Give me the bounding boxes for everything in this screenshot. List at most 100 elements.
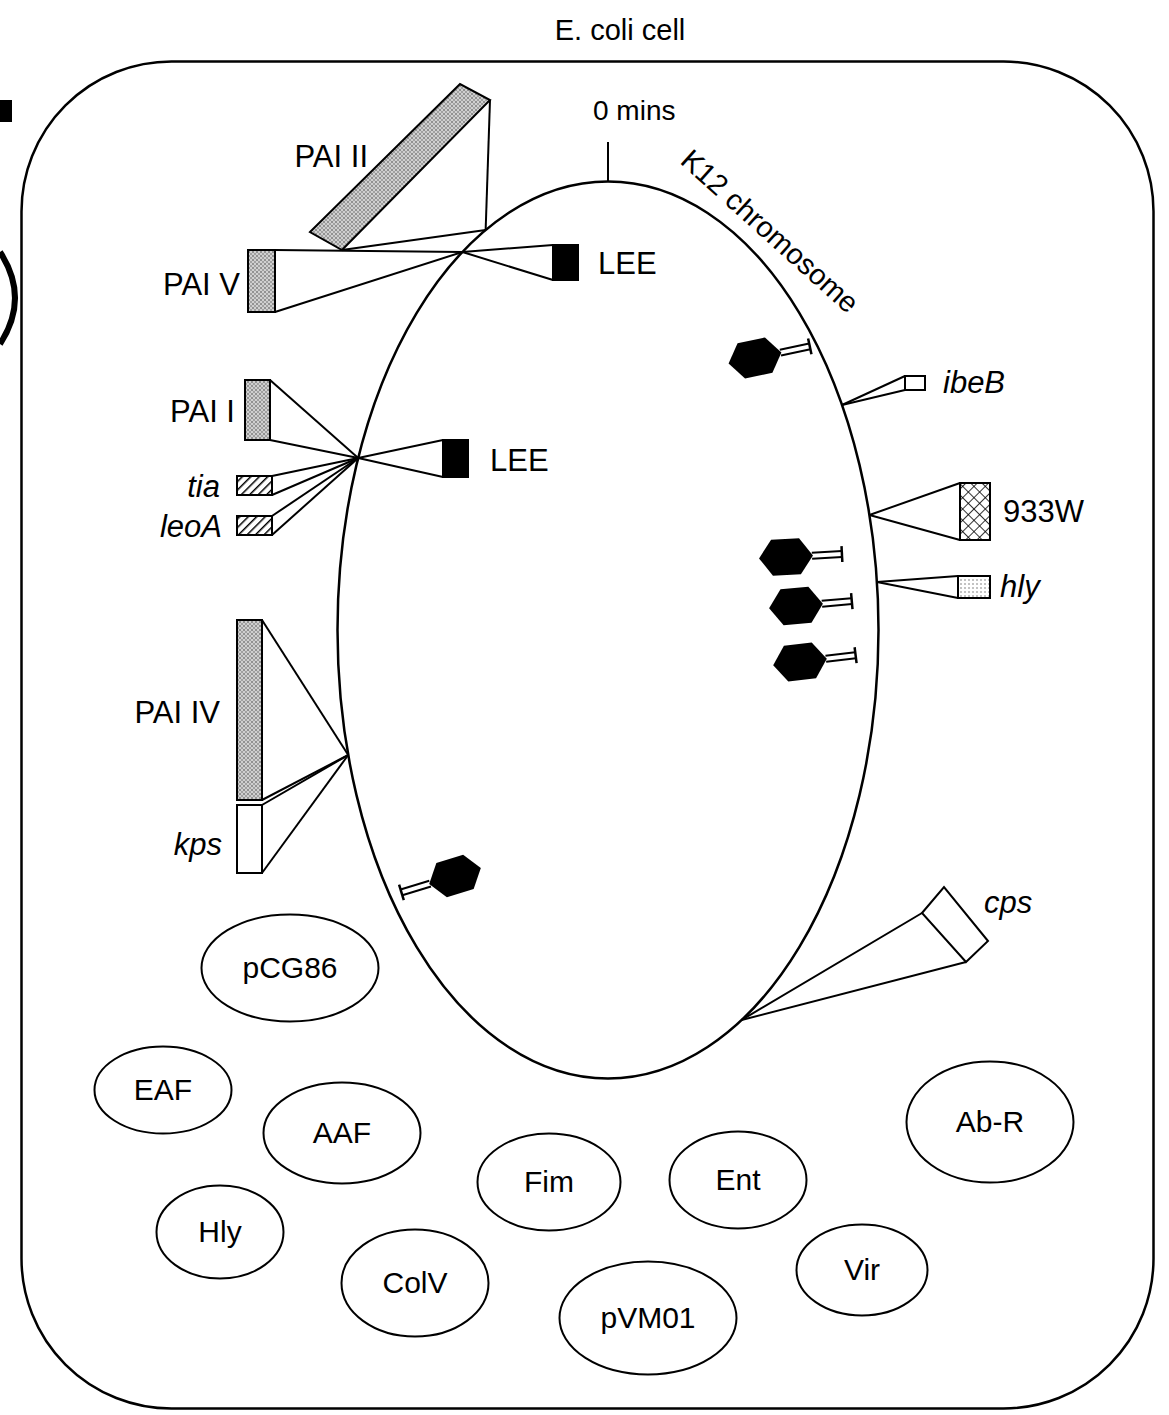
element-label: leoA xyxy=(160,509,222,545)
wedge-line xyxy=(869,515,960,540)
insertion-wedge xyxy=(877,576,958,598)
element-box xyxy=(237,620,262,800)
insertion-element: tia xyxy=(184,466,275,508)
element-label: LEE xyxy=(598,246,657,282)
plasmid-label: Ab-R xyxy=(956,1105,1024,1140)
element-label: PAI IV xyxy=(134,695,220,731)
wedge-line xyxy=(270,440,358,458)
wedge-line xyxy=(275,250,462,252)
plasmid-label: Vir xyxy=(844,1253,880,1288)
crop-fragment xyxy=(0,100,12,122)
plasmid-label: Hly xyxy=(198,1215,241,1250)
chromosome-shape xyxy=(336,180,880,1080)
element-label: tia xyxy=(187,469,220,505)
insertion-wedge xyxy=(742,913,966,1020)
plasmid-ring xyxy=(202,915,379,1022)
insertion-element: leoA xyxy=(156,506,275,548)
chromosome-ring xyxy=(338,182,879,1079)
insertion-element: cps xyxy=(919,882,1036,965)
element-label: cps xyxy=(984,885,1032,921)
wedge-line xyxy=(869,483,960,515)
plasmid: Fim xyxy=(476,1132,622,1232)
plasmid-ring xyxy=(157,1186,284,1279)
element-box xyxy=(922,887,988,962)
origin-tick xyxy=(607,142,609,181)
insertion-wedge xyxy=(869,483,960,540)
chromosome-label: K12 chromosome xyxy=(674,144,865,321)
insertion-wedge xyxy=(270,380,358,458)
wedge-line xyxy=(842,376,905,405)
element-box xyxy=(310,84,490,250)
plasmid-ring xyxy=(670,1132,807,1229)
element-label: kps xyxy=(174,827,222,863)
wedge-line xyxy=(462,252,553,280)
wedge-line xyxy=(262,755,348,805)
element-label: PAI I xyxy=(170,394,235,430)
plasmid-ring xyxy=(95,1047,232,1134)
plasmid: Ab-R xyxy=(905,1060,1075,1184)
plasmid-ring xyxy=(478,1134,621,1231)
element-box xyxy=(248,250,275,312)
phage-symbol xyxy=(758,536,843,576)
element-box xyxy=(237,805,262,873)
plasmid-label: ColV xyxy=(382,1266,447,1301)
wedge-line xyxy=(270,380,358,458)
plasmid: pCG86 xyxy=(200,913,380,1023)
wedge-line xyxy=(272,458,358,516)
element-box xyxy=(237,516,272,535)
insertion-element: LEE xyxy=(550,242,660,285)
cell-title: E. coli cell xyxy=(555,14,686,47)
element-label: PAI II xyxy=(294,139,368,175)
insertion-wedge xyxy=(842,376,905,405)
crop-fragment xyxy=(0,252,15,344)
insertion-element: kps xyxy=(170,802,265,876)
insertion-element: PAI IV xyxy=(131,617,265,803)
wedge-line xyxy=(742,962,966,1020)
wedge-line xyxy=(342,230,486,250)
element-box xyxy=(553,245,578,280)
plasmid-label: Ent xyxy=(715,1163,760,1198)
insertion-element: ibeB xyxy=(902,362,1009,404)
insertion-wedge xyxy=(275,250,462,312)
insertion-element: LEE xyxy=(440,437,552,482)
plasmid: Vir xyxy=(795,1223,929,1317)
plasmid: Hly xyxy=(155,1184,285,1280)
element-label: 933W xyxy=(1003,494,1084,530)
wedge-line xyxy=(358,458,443,477)
phage-symbol xyxy=(768,583,854,626)
plasmid-ring xyxy=(907,1062,1074,1183)
chromosome: 0 minsK12 chromosomeLEELEE xyxy=(336,180,880,1080)
element-box xyxy=(245,380,270,440)
element-box xyxy=(958,576,990,598)
plasmid-ring xyxy=(797,1225,928,1316)
plasmid: EAF xyxy=(93,1045,233,1135)
phage-symbol xyxy=(396,851,486,910)
plasmid-label: Fim xyxy=(524,1165,574,1200)
insertion-wedge xyxy=(272,458,358,495)
insertion-wedge xyxy=(262,755,348,873)
plasmid: Ent xyxy=(668,1130,808,1230)
cell-outline: E. coli cell0 minsK12 chromosomeLEELEEPA… xyxy=(20,60,1155,1410)
plasmid: pVM01 xyxy=(558,1260,738,1376)
wedge-line xyxy=(742,913,922,1020)
plasmid: ColV xyxy=(340,1228,490,1338)
element-label: LEE xyxy=(490,443,549,479)
element-box xyxy=(905,376,925,390)
wedge-line xyxy=(877,576,958,582)
plasmid-label: pCG86 xyxy=(242,951,337,986)
element-box xyxy=(960,483,990,540)
plasmid-label: EAF xyxy=(134,1073,192,1108)
plasmid-ring xyxy=(342,1230,489,1337)
wedge-line xyxy=(262,755,348,873)
wedge-line xyxy=(877,582,958,598)
element-label: ibeB xyxy=(943,365,1005,401)
plasmid-label: pVM01 xyxy=(600,1301,695,1336)
cell-border xyxy=(22,62,1154,1409)
insertion-element: PAI V xyxy=(160,247,278,315)
wedge-line xyxy=(486,100,490,230)
element-label: hly xyxy=(1000,569,1040,605)
wedge-line xyxy=(358,440,443,458)
wedge-line xyxy=(262,620,348,755)
plasmid-ring xyxy=(264,1083,421,1184)
